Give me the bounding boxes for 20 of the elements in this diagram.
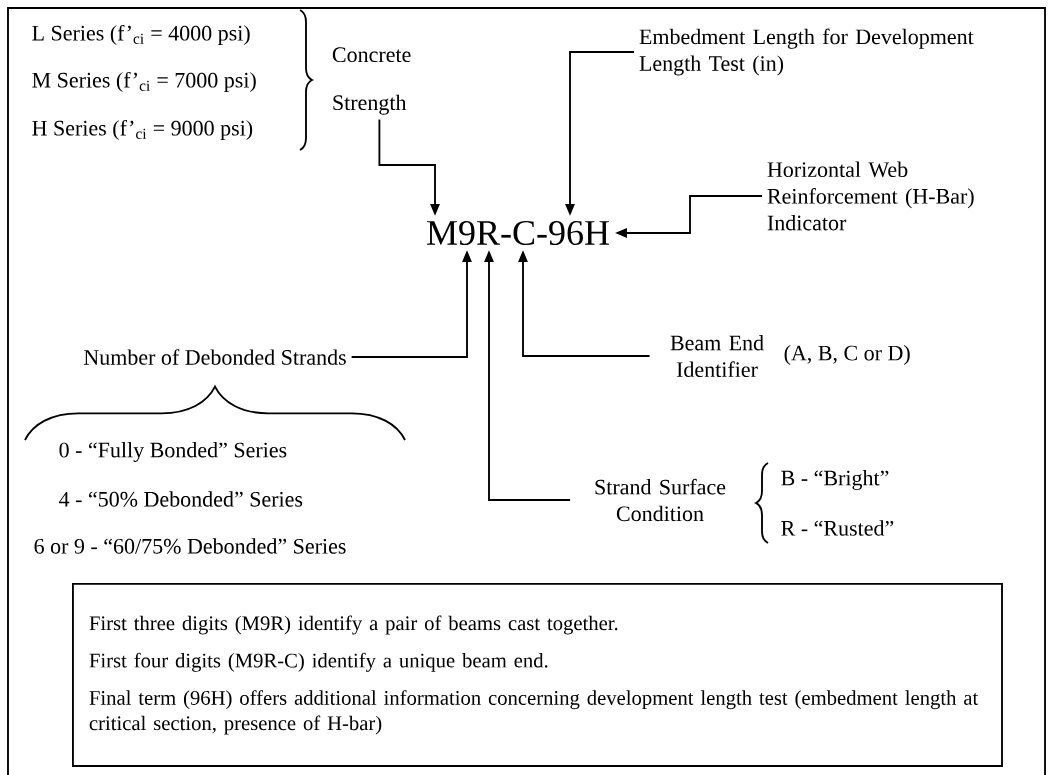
annotation-text: Embedment Length for Development Length Test (in) (639, 28, 974, 76)
annotation-text: Horizontal Web Reinforcement (H-Bar) Indicator (767, 161, 974, 231)
option-label: 6 or 9 - “60/75% Debonded” Series (34, 538, 346, 554)
annotation-text: Beam End Identifier (670, 334, 764, 378)
option-label: 0 - “Fully Bonded” Series (59, 442, 287, 462)
designation-code: M9R-C-96H (427, 220, 609, 246)
option-label: 4 - “50% Debonded” Series (59, 491, 303, 507)
beside-label: (A, B, C or D) (784, 345, 910, 365)
note-text: First three digits (M9R) identify a pair of beams cast together. (89, 615, 618, 635)
condition-label: R - “Rusted” (781, 520, 894, 536)
annotation-text: Concrete Strength (332, 47, 411, 115)
condition-label: B - “Bright” (781, 470, 889, 490)
annotation-text: Number of Debonded Strands (83, 349, 346, 365)
note-text: First four digits (M9R-C) identify a unique beam end. (89, 652, 548, 672)
note-text: Final term (96H) offers additional information concerning development length test (embedment length at critical section, presence of H-bar) (89, 690, 979, 735)
annotation-text: Strand Surface Condition (595, 478, 726, 522)
notes-box (72, 583, 1003, 767)
series-label: H Series (f’$_{ci}$ = 9000 psi) (32, 119, 253, 141)
series-label: L Series (f’$_{ci}$ = 4000 psi) (32, 24, 250, 46)
series-label: M Series (f’$_{ci}$ = 7000 psi) (32, 71, 256, 93)
